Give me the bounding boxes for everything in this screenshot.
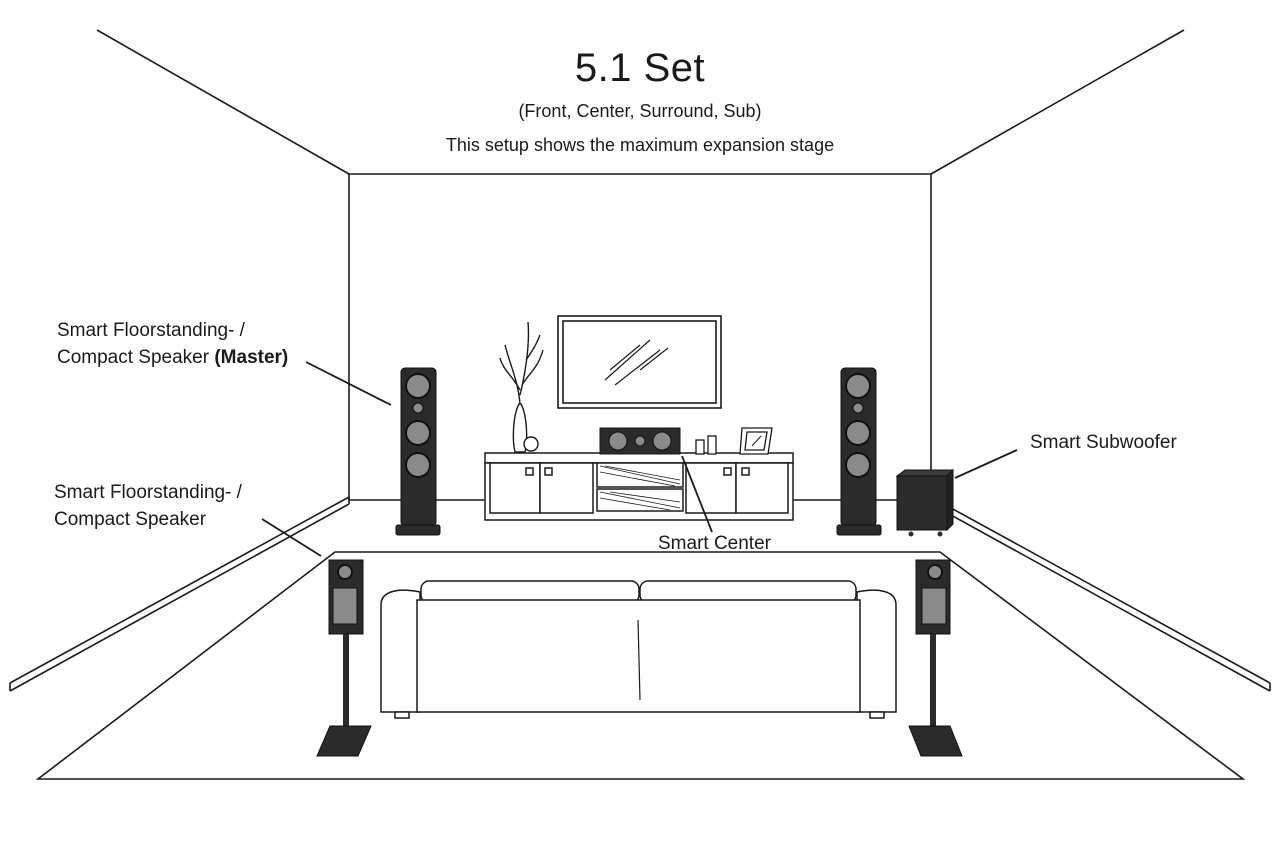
compact-speaker-right bbox=[908, 559, 963, 757]
label-master-speaker: Smart Floorstanding- / Compact Speaker (… bbox=[57, 317, 288, 371]
label-subwoofer: Smart Subwoofer bbox=[1030, 432, 1177, 453]
callout-master bbox=[305, 361, 392, 406]
floor-rug bbox=[35, 551, 1246, 780]
floorstanding-speaker-left bbox=[395, 367, 441, 536]
label-master-suffix: (Master) bbox=[214, 347, 289, 368]
label-front-speaker: Smart Floorstanding- / Compact Speaker bbox=[54, 479, 242, 533]
decor-candles-frame bbox=[695, 427, 773, 455]
label-center-speaker: Smart Center bbox=[658, 533, 771, 554]
callout-subwoofer bbox=[954, 449, 1018, 479]
label-master-line2: Compact Speaker bbox=[57, 347, 210, 368]
tv bbox=[557, 315, 722, 409]
callout-front bbox=[261, 518, 322, 557]
label-master-line2-wrap: Compact Speaker (Master) bbox=[57, 344, 288, 371]
compact-speaker-left bbox=[316, 559, 372, 757]
label-front-line1: Smart Floorstanding- / bbox=[54, 482, 242, 503]
sofa bbox=[380, 580, 897, 719]
page-note: This setup shows the maximum expansion s… bbox=[445, 135, 835, 155]
label-master-line1: Smart Floorstanding- / bbox=[57, 320, 245, 341]
page-subtitle: (Front, Center, Surround, Sub) bbox=[518, 101, 762, 121]
vase-icon bbox=[499, 321, 544, 453]
center-speaker bbox=[599, 427, 681, 455]
callout-lines bbox=[261, 361, 1018, 557]
floorstanding-speaker-right bbox=[836, 367, 882, 536]
subwoofer bbox=[895, 468, 955, 537]
page-title: 5.1 Set bbox=[574, 46, 706, 90]
label-front-line2: Compact Speaker bbox=[54, 509, 207, 530]
tv-console bbox=[484, 452, 794, 521]
callout-center bbox=[681, 455, 713, 533]
